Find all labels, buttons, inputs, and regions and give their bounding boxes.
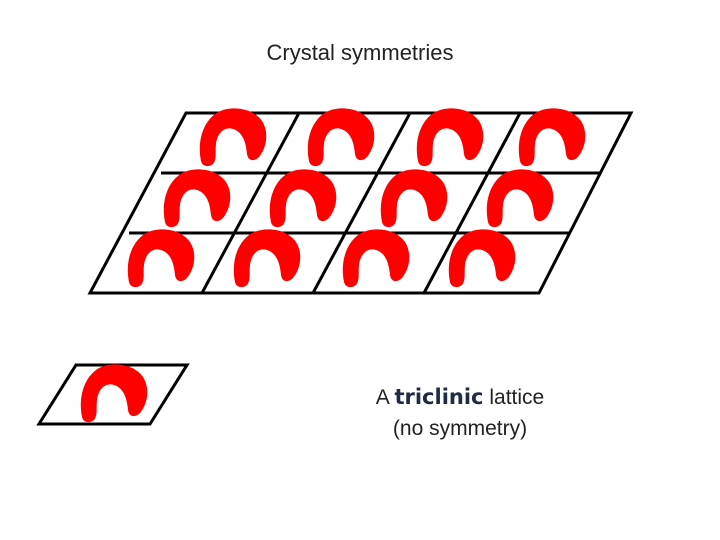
lattice-column-line — [311, 112, 412, 294]
lattice-column-line — [422, 112, 522, 294]
triclinic-lattice — [87, 108, 634, 295]
unit-cell-outline — [36, 363, 190, 426]
caption-line-1: A triclinic lattice — [330, 382, 590, 413]
caption-line-2: (no symmetry) — [392, 417, 528, 440]
caption-suffix: lattice — [483, 386, 545, 409]
diagram-title: Crystal symmetries — [266, 40, 454, 65]
unit-cell — [36, 363, 190, 426]
caption-prefix: A — [375, 386, 395, 409]
lattice-caption: A triclinic lattice (no symmetry) — [330, 382, 590, 444]
lattice-column-line — [200, 112, 301, 294]
caption-keyword: triclinic — [394, 385, 484, 409]
